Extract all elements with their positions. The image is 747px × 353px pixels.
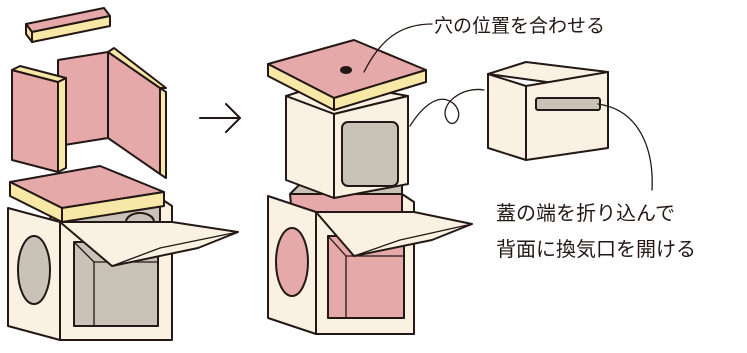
assembled-box-flap (315, 211, 473, 257)
right-wall-edge (159, 87, 167, 179)
roof-hole (340, 66, 352, 74)
middle-cube-window (341, 121, 399, 187)
exploded-view (7, 7, 239, 341)
bottom-box-side-hole (17, 235, 51, 305)
assembled-bottom-box (267, 183, 473, 335)
back-view-cube (487, 61, 609, 161)
assembled-box-side-hole (275, 227, 309, 297)
vent-slot (535, 97, 601, 111)
left-wall-top-edge (11, 65, 67, 83)
vent-label-line2: 背面に換気口を開ける (496, 237, 696, 261)
floor-panel-edge-right (61, 191, 165, 223)
roof-panel-edge-right (333, 69, 427, 111)
vent-label-line1: 蓋の端を折り込んで (496, 201, 675, 225)
bottom-box (7, 197, 239, 341)
vent-leader-line (597, 103, 653, 191)
right-wall-top-edge (107, 47, 167, 89)
middle-cube-left (285, 95, 335, 199)
floor-panel (9, 165, 165, 223)
top-plank (25, 7, 111, 43)
roof-panel (267, 39, 427, 111)
back-cube-left (487, 73, 527, 161)
connector-curl (409, 88, 485, 127)
right-arrow-icon (199, 103, 241, 133)
bottom-box-flap (59, 221, 239, 267)
left-wall-panel (11, 69, 59, 173)
wall-panels (11, 47, 167, 179)
assembled-view: 穴の位置を合わせる 蓋の端を折り込んで 背面に換気口を開ける (267, 15, 696, 335)
back-cube-front (525, 71, 609, 161)
left-wall-edge (57, 77, 67, 173)
align-holes-label: 穴の位置を合わせる (434, 15, 605, 37)
align-leader-line (363, 23, 433, 73)
